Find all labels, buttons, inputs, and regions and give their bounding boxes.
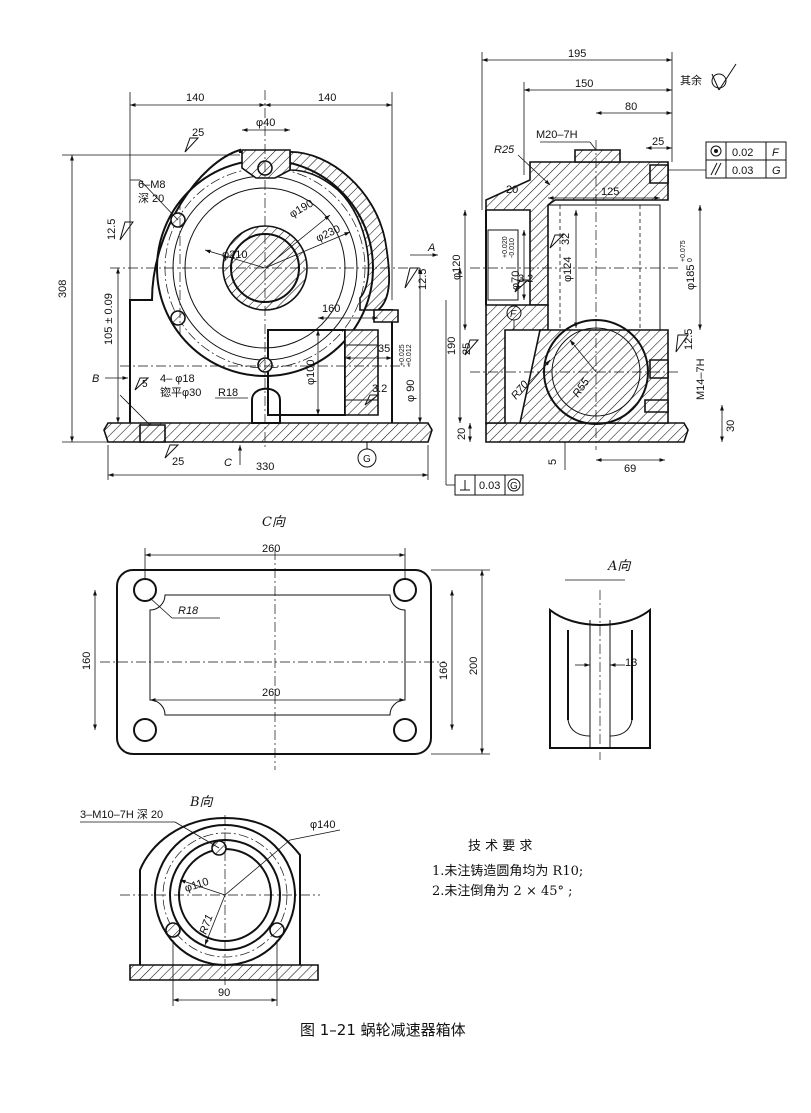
- rough-25b: 25: [461, 343, 473, 355]
- spotface: 锪平φ30: [160, 386, 201, 399]
- dim-69: 69: [624, 463, 636, 475]
- dim-phi190: φ190: [288, 197, 316, 220]
- view-a: A向 13: [549, 559, 651, 760]
- rough-25-top: 25: [192, 127, 204, 139]
- gdt-row1-value: 0.02: [732, 147, 753, 159]
- dim-phi120: φ120: [451, 255, 463, 281]
- tol-phi90-dn: +0.012: [406, 344, 413, 366]
- dim-phi124: φ124: [562, 257, 574, 283]
- tol-phi70-up: +0.020: [502, 236, 509, 258]
- m14-thread: M14–7H: [695, 358, 707, 400]
- front-view: 140 140 φ40 25 6–M8 深 20 φ190 φ210 φ230 …: [57, 90, 433, 480]
- view-a-dim-13: 13: [625, 657, 637, 669]
- dim-phi100: φ100: [305, 360, 317, 386]
- holes-4phi18: 4– φ18: [160, 373, 195, 385]
- view-b-dim-90: 90: [218, 987, 230, 999]
- notes-heading: 技 术 要 求: [468, 839, 532, 854]
- datum-g: G: [363, 454, 371, 465]
- rough-12-5b: 12.5: [683, 329, 695, 350]
- gdt-frame-top: 0.02 F 0.03 G: [668, 141, 787, 179]
- view-c: C向 260 260 R18 160 160 200: [81, 515, 490, 770]
- dim-20b: 20: [456, 428, 468, 440]
- m20-thread: M20–7H: [536, 129, 578, 141]
- view-a-title: A向: [607, 559, 631, 574]
- view-c-dim-160-right: 160: [438, 662, 450, 680]
- notes-item-1: 1.未注铸造圆角均为 R10;: [432, 863, 583, 879]
- figure-caption: 图 1–21 蜗轮减速器箱体: [300, 1021, 466, 1039]
- dim-125: 125: [601, 186, 619, 198]
- rough-32: 32: [560, 233, 572, 245]
- view-c-r18: R18: [178, 605, 199, 617]
- dim-190: 190: [446, 337, 458, 355]
- gdt-row1-datum: F: [772, 147, 780, 159]
- rough-3-2b: 3.2: [518, 273, 533, 285]
- datum-f: F: [510, 309, 517, 320]
- gdt-frame-perp: 0.03 G: [445, 300, 524, 496]
- dim-phi70: φ70: [510, 271, 522, 290]
- gdt-row2-datum: G: [772, 165, 781, 177]
- dim-150: 150: [575, 78, 593, 90]
- side-base: [485, 422, 689, 443]
- tol-phi90-up: +0.025: [399, 344, 406, 366]
- r18: R18: [218, 387, 238, 399]
- view-b: B向 3–M10–7H 深 20 φ140 φ110 R71 90: [80, 795, 341, 1006]
- dim-25: 25: [652, 136, 664, 148]
- gdt-perp-value: 0.03: [479, 480, 500, 492]
- view-c-dim-200: 200: [468, 657, 480, 675]
- view-b-title: B向: [189, 795, 214, 810]
- dim-30: 30: [725, 420, 737, 432]
- view-c-dim-160-left: 160: [81, 652, 93, 670]
- dim-phi210: φ210: [222, 249, 248, 261]
- tol-phi185-dn: 0: [687, 258, 694, 262]
- rough-5: 5: [142, 379, 148, 390]
- view-b-r71: R71: [198, 913, 216, 936]
- dim-330: 330: [256, 461, 274, 473]
- dim-105: 105 ± 0.09: [103, 293, 115, 345]
- label-b: B: [92, 373, 99, 385]
- view-b-dim-phi110: φ110: [183, 876, 210, 895]
- view-c-dim-260-mid: 260: [262, 687, 280, 699]
- rough-3-2: 3.2: [372, 383, 387, 395]
- notes-item-2: 2.未注倒角为 2 × 45° ;: [432, 884, 573, 899]
- label-c: C: [224, 457, 232, 469]
- front-shell-section: [289, 151, 390, 311]
- side-view: 195 150 80 25 其余 M20–7H R25 20 125 φ120 …: [410, 48, 737, 475]
- gdt-perp-datum: G: [510, 481, 518, 492]
- view-b-dim-phi140: φ140: [310, 819, 336, 831]
- technical-notes: 技 术 要 求 1.未注铸造圆角均为 R10; 2.未注倒角为 2 × 45° …: [432, 839, 583, 899]
- holes-6m8: 6–M8: [138, 179, 166, 191]
- dim-phi90: φ 90: [405, 380, 417, 402]
- dim-308: 308: [57, 280, 69, 298]
- dim-5: 5: [547, 459, 559, 465]
- tol-phi70-dn: -0.010: [509, 238, 516, 258]
- rough-12-5c: 12.5: [417, 269, 429, 290]
- r25: R25: [494, 144, 515, 156]
- view-b-holes: 3–M10–7H 深 20: [80, 808, 163, 821]
- gdt-row2-value: 0.03: [732, 165, 753, 177]
- dim-140-left: 140: [186, 92, 204, 104]
- depth-20: 深 20: [138, 192, 164, 205]
- dim-phi185: φ185: [685, 265, 697, 291]
- dim-195: 195: [568, 48, 586, 60]
- dim-160: 160: [322, 303, 340, 315]
- dim-phi40: φ40: [256, 117, 275, 129]
- view-c-dim-260-top: 260: [262, 543, 280, 555]
- dim-20: 20: [506, 184, 518, 196]
- rough-12-5: 12.5: [106, 219, 118, 240]
- dim-140-right: 140: [318, 92, 336, 104]
- other-rough: 其余: [680, 73, 702, 87]
- tol-phi185-up: +0.075: [680, 240, 687, 262]
- rough-25-bottom: 25: [172, 456, 184, 468]
- view-c-title: C向: [262, 515, 286, 530]
- dim-80: 80: [625, 101, 637, 113]
- front-base: [103, 422, 433, 443]
- dim-35: 35: [378, 343, 390, 355]
- label-a: A: [427, 242, 435, 254]
